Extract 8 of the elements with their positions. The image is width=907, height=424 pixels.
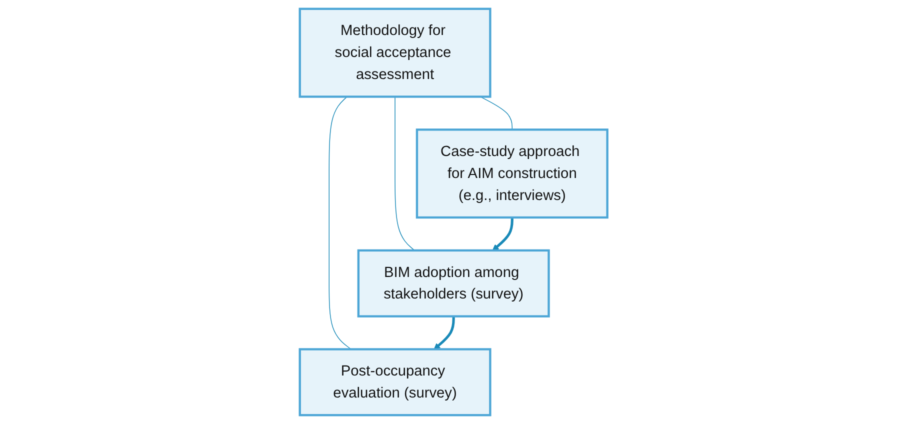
- connector: [328, 96, 352, 350]
- node-box: Case-study approach for AIM construction (e.g., interviews): [416, 128, 608, 219]
- node-box: Post-occupancy evaluation (survey): [298, 348, 492, 416]
- connector: [394, 96, 415, 251]
- arrow: [492, 218, 514, 251]
- node-box: BIM adoption among stakeholders (survey): [357, 249, 550, 318]
- arrow: [434, 316, 455, 350]
- node-box: Methodology for social acceptance assessment: [298, 8, 492, 98]
